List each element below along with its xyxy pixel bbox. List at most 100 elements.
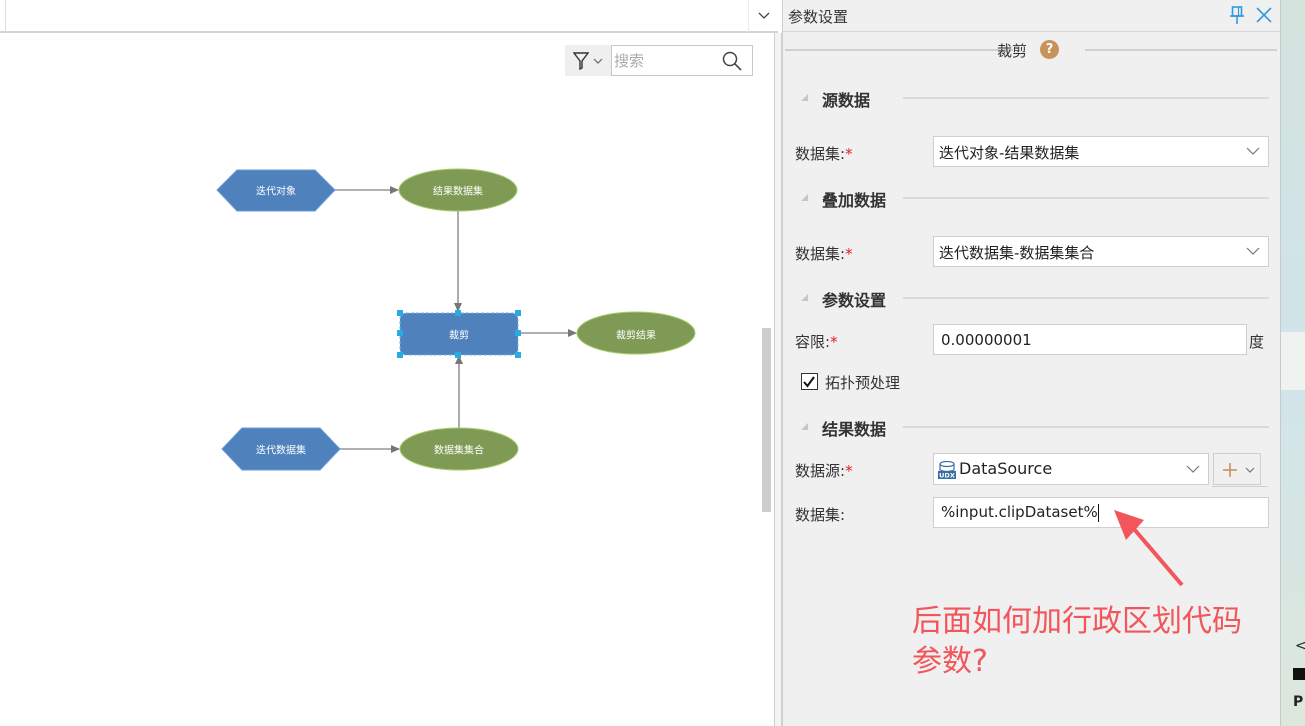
tool-title-row: 裁剪 ? [785, 38, 1277, 62]
search-icon[interactable] [722, 51, 742, 71]
chevron-down-icon [1246, 147, 1260, 155]
top-dropdown-button[interactable] [748, 0, 778, 32]
select-value: 迭代对象-结果数据集 [939, 144, 1080, 162]
divider [903, 97, 1269, 99]
close-icon[interactable] [1255, 6, 1273, 24]
collapse-triangle-icon[interactable] [801, 423, 808, 430]
resize-handle[interactable] [515, 310, 521, 316]
chevron-down-icon [758, 12, 769, 19]
resize-handle[interactable] [455, 352, 461, 358]
node-iter-dataset[interactable] [221, 427, 341, 471]
desktop-background-strip: < P [1280, 0, 1305, 726]
divider [903, 426, 1269, 428]
filter-icon [573, 51, 589, 70]
node-label: 数据集集合 [434, 445, 484, 457]
panel-header: 参数设置 [783, 0, 1281, 32]
panel-title: 参数设置 [788, 8, 849, 26]
chevron-down-icon [1186, 465, 1200, 473]
annotation-arrow [1114, 510, 1184, 587]
tolerance-input[interactable] [941, 329, 1238, 351]
section-parameter-settings[interactable]: 参数设置 [801, 286, 1271, 310]
svg-text:UDX: UDX [939, 472, 955, 480]
collapse-triangle-icon[interactable] [801, 294, 808, 301]
udx-datasource-icon: UDX [938, 461, 956, 480]
annotation-text: 后面如何加行政区划代码 参数? [912, 602, 1272, 682]
divider [903, 197, 1269, 199]
resize-handle[interactable] [397, 310, 403, 316]
tolerance-unit: 度 [1249, 333, 1265, 351]
chevron-down-icon [593, 58, 603, 64]
chevron-down-icon [1245, 467, 1255, 473]
annotation-line: 参数? [912, 644, 988, 679]
pin-icon[interactable] [1229, 5, 1245, 25]
collapse-triangle-icon[interactable] [801, 194, 808, 201]
divider [5, 0, 6, 32]
splitter[interactable] [774, 33, 782, 726]
result-dataset-input[interactable]: %input.clipDataset% [941, 503, 1099, 522]
flow-diagram [216, 168, 696, 471]
divider [1085, 49, 1277, 51]
section-overlay-data[interactable]: 叠加数据 [801, 186, 1271, 210]
tool-title: 裁剪 [997, 42, 1028, 60]
node-dataset-collection[interactable] [399, 427, 519, 471]
parameter-panel: 参数设置 裁剪 ? 源数据 数据集:* 迭代对象-结果数据集 叠加数据 数据集:… [782, 0, 1281, 726]
resize-handle[interactable] [397, 330, 403, 336]
select-value: DataSource [959, 459, 1053, 478]
resize-handle[interactable] [515, 352, 521, 358]
node-label: 裁剪 [449, 330, 469, 342]
node-iter-object[interactable] [216, 169, 336, 212]
overlay-dataset-label: 数据集:* [795, 245, 853, 263]
search-input[interactable] [614, 50, 714, 72]
canvas-vertical-scrollbar[interactable] [762, 328, 771, 512]
resize-handle[interactable] [397, 352, 403, 358]
node-label: 迭代对象 [256, 186, 296, 198]
section-source-data[interactable]: 源数据 [801, 86, 1271, 110]
desktop-letter: P [1293, 694, 1304, 710]
overlay-dataset-select[interactable]: 迭代数据集-数据集集合 [933, 236, 1269, 267]
section-title: 结果数据 [822, 420, 887, 439]
checkbox-label: 拓扑预处理 [825, 374, 901, 392]
arrow-shaft [1126, 520, 1184, 587]
source-dataset-label: 数据集:* [795, 145, 853, 163]
result-dataset-label: 数据集: [795, 506, 846, 524]
chevron-down-icon [1246, 247, 1260, 255]
checkmark-icon [803, 376, 815, 388]
resize-handle[interactable] [455, 310, 461, 316]
divider [1212, 486, 1268, 487]
datasource-select[interactable]: UDX DataSource [933, 453, 1209, 485]
node-clip-result[interactable] [576, 311, 696, 355]
result-dataset-field[interactable]: %input.clipDataset% [933, 497, 1269, 528]
section-title: 叠加数据 [822, 191, 887, 210]
resize-handle[interactable] [515, 330, 521, 336]
section-title: 源数据 [822, 91, 871, 110]
filter-button[interactable] [565, 45, 611, 76]
model-canvas[interactable] [0, 35, 776, 726]
add-datasource-button[interactable] [1212, 453, 1268, 487]
annotation-line: 后面如何加行政区划代码 [912, 604, 1242, 639]
top-combo-bar[interactable] [0, 0, 778, 33]
chevron-left-icon[interactable]: < [1295, 638, 1305, 654]
selection-handles[interactable] [397, 310, 521, 358]
arrow-head [1114, 510, 1144, 540]
node-result-dataset[interactable] [398, 168, 518, 212]
select-value: 迭代数据集-数据集集合 [939, 244, 1095, 262]
collapse-triangle-icon[interactable] [801, 94, 808, 101]
app-icon[interactable] [1293, 668, 1305, 680]
datasource-label: 数据源:* [795, 462, 853, 480]
node-label: 裁剪结果 [616, 330, 656, 342]
text-cursor [1097, 503, 1099, 522]
plus-icon [1223, 463, 1237, 477]
tolerance-field[interactable] [933, 324, 1247, 355]
help-icon[interactable]: ? [1040, 40, 1059, 59]
section-title: 参数设置 [822, 291, 887, 310]
divider [903, 297, 1269, 299]
node-label: 结果数据集 [433, 186, 483, 198]
node-label: 迭代数据集 [256, 445, 306, 457]
search-box[interactable] [611, 45, 753, 76]
source-dataset-select[interactable]: 迭代对象-结果数据集 [933, 136, 1269, 167]
desktop-panel [1281, 332, 1305, 390]
divider [785, 49, 1013, 51]
section-result-data[interactable]: 结果数据 [801, 415, 1271, 439]
topology-preprocess-checkbox[interactable] [801, 373, 818, 390]
